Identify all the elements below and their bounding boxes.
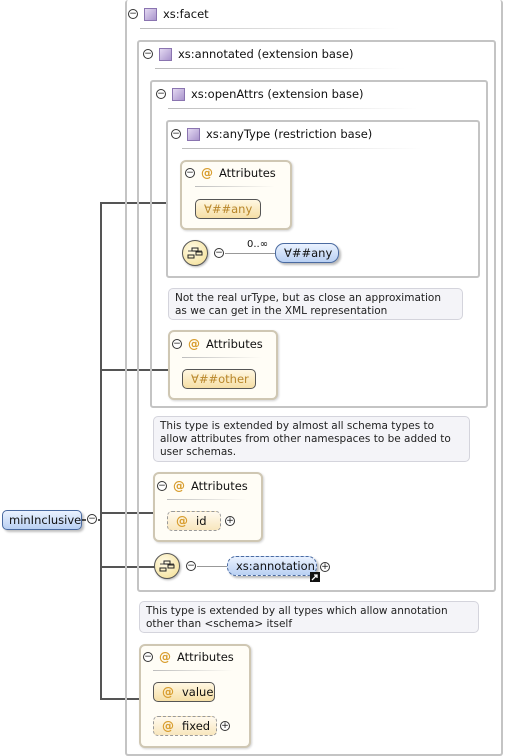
- connector-anytype-attrs: [100, 202, 168, 204]
- annotation-element[interactable]: xs:annotation: [227, 556, 317, 576]
- open-attrs-type-box: [150, 80, 488, 408]
- type-icon: [187, 127, 200, 141]
- divider: [195, 186, 275, 187]
- expand-icon[interactable]: +: [320, 562, 330, 572]
- type-title: xs:facet: [163, 7, 209, 21]
- attributes-header[interactable]: − @ Attributes: [172, 337, 263, 351]
- attributes-label: Attributes: [191, 479, 248, 493]
- type-title: xs:annotated (extension base): [178, 47, 354, 61]
- divider: [140, 28, 400, 29]
- reference-arrow-icon: [310, 572, 320, 582]
- connector-openattrs-attrs: [100, 369, 168, 371]
- divider: [153, 670, 233, 671]
- any-type-type-box: [166, 120, 480, 278]
- wildcard-label: ∀##other: [191, 372, 249, 386]
- connector-root: [82, 519, 86, 521]
- attribute-icon: @: [162, 719, 174, 733]
- expand-icon[interactable]: +: [220, 721, 230, 731]
- sequence-icon: [187, 247, 203, 259]
- collapse-icon[interactable]: −: [185, 167, 195, 178]
- open-attrs-note: This type is extended by almost all sche…: [153, 416, 470, 462]
- element-name: minInclusive: [9, 513, 82, 527]
- sequence-compositor[interactable]: [182, 240, 208, 266]
- divider: [168, 108, 418, 109]
- attributes-header[interactable]: − @ Attributes: [143, 650, 234, 664]
- sequence-compositor[interactable]: [154, 553, 180, 579]
- attribute-name: fixed: [182, 719, 211, 733]
- type-icon: [144, 7, 157, 21]
- collapse-icon[interactable]: −: [157, 480, 167, 491]
- cardinality-label: 0..∞: [247, 239, 269, 250]
- open-attrs-header[interactable]: − xs:openAttrs (extension base): [156, 87, 364, 101]
- expand-icon[interactable]: +: [225, 516, 235, 526]
- facet-header[interactable]: − xs:facet: [128, 7, 209, 21]
- annotated-note: This type is extended by all types which…: [139, 601, 479, 633]
- attributes-label: Attributes: [206, 337, 263, 351]
- any-attribute-wildcard[interactable]: ∀##any: [195, 199, 261, 219]
- note-text: This type is extended by almost all sche…: [160, 420, 451, 458]
- attribute-icon: @: [176, 514, 188, 528]
- divider: [155, 68, 405, 69]
- divider: [182, 148, 422, 149]
- collapse-icon[interactable]: −: [128, 8, 138, 19]
- wildcard-label: ∀##any: [284, 246, 333, 260]
- note-text: Not the real urType, but as close an app…: [175, 292, 441, 317]
- attribute-icon: @: [159, 650, 171, 664]
- id-attribute[interactable]: @ id: [167, 511, 221, 531]
- connector-facet-attrs: [100, 698, 142, 700]
- any-element-wildcard[interactable]: ∀##any: [275, 243, 339, 263]
- connector-stub: [98, 519, 101, 521]
- wildcard-label: ∀##any: [204, 202, 253, 216]
- connector-annotated-seq: [100, 566, 156, 568]
- any-type-header[interactable]: − xs:anyType (restriction base): [171, 127, 372, 141]
- collapse-toggle-sequence[interactable]: −: [186, 560, 196, 571]
- min-inclusive-element[interactable]: minInclusive: [2, 510, 82, 530]
- other-attribute-wildcard[interactable]: ∀##other: [182, 369, 256, 389]
- attributes-label: Attributes: [177, 650, 234, 664]
- fixed-attribute[interactable]: @ fixed: [153, 716, 217, 736]
- note-text: This type is extended by all types which…: [146, 605, 448, 630]
- collapse-icon[interactable]: −: [156, 88, 166, 99]
- type-icon: [159, 47, 172, 61]
- divider: [182, 357, 262, 358]
- connector: [225, 253, 275, 254]
- collapse-icon[interactable]: −: [171, 128, 181, 139]
- connector-annotated-attrs: [100, 512, 154, 514]
- sequence-icon: [159, 560, 175, 572]
- facet-type-box: [125, 0, 503, 756]
- collapse-toggle-sequence[interactable]: −: [214, 247, 224, 258]
- connector-trunk: [100, 203, 102, 700]
- attributes-label: Attributes: [219, 166, 276, 180]
- value-attribute[interactable]: @ value: [153, 682, 215, 702]
- type-title: xs:openAttrs (extension base): [191, 87, 364, 101]
- attribute-name: value: [182, 685, 214, 699]
- element-name: xs:annotation: [236, 559, 315, 573]
- connector: [197, 566, 227, 567]
- annotated-header[interactable]: − xs:annotated (extension base): [143, 47, 354, 61]
- collapse-icon[interactable]: −: [143, 651, 153, 662]
- attribute-name: id: [196, 514, 207, 528]
- type-icon: [172, 87, 185, 101]
- attribute-icon: @: [188, 337, 200, 351]
- attribute-icon: @: [162, 685, 174, 699]
- collapse-icon[interactable]: −: [143, 48, 153, 59]
- attribute-icon: @: [173, 479, 185, 493]
- collapse-toggle-root[interactable]: −: [87, 513, 97, 524]
- attributes-header[interactable]: − @ Attributes: [185, 166, 276, 180]
- type-title: xs:anyType (restriction base): [206, 127, 373, 141]
- annotated-type-box: [137, 40, 496, 592]
- attribute-icon: @: [201, 166, 213, 180]
- attributes-header[interactable]: − @ Attributes: [157, 479, 248, 493]
- collapse-icon[interactable]: −: [172, 338, 182, 349]
- divider: [167, 499, 247, 500]
- ur-type-note: Not the real urType, but as close an app…: [168, 288, 463, 320]
